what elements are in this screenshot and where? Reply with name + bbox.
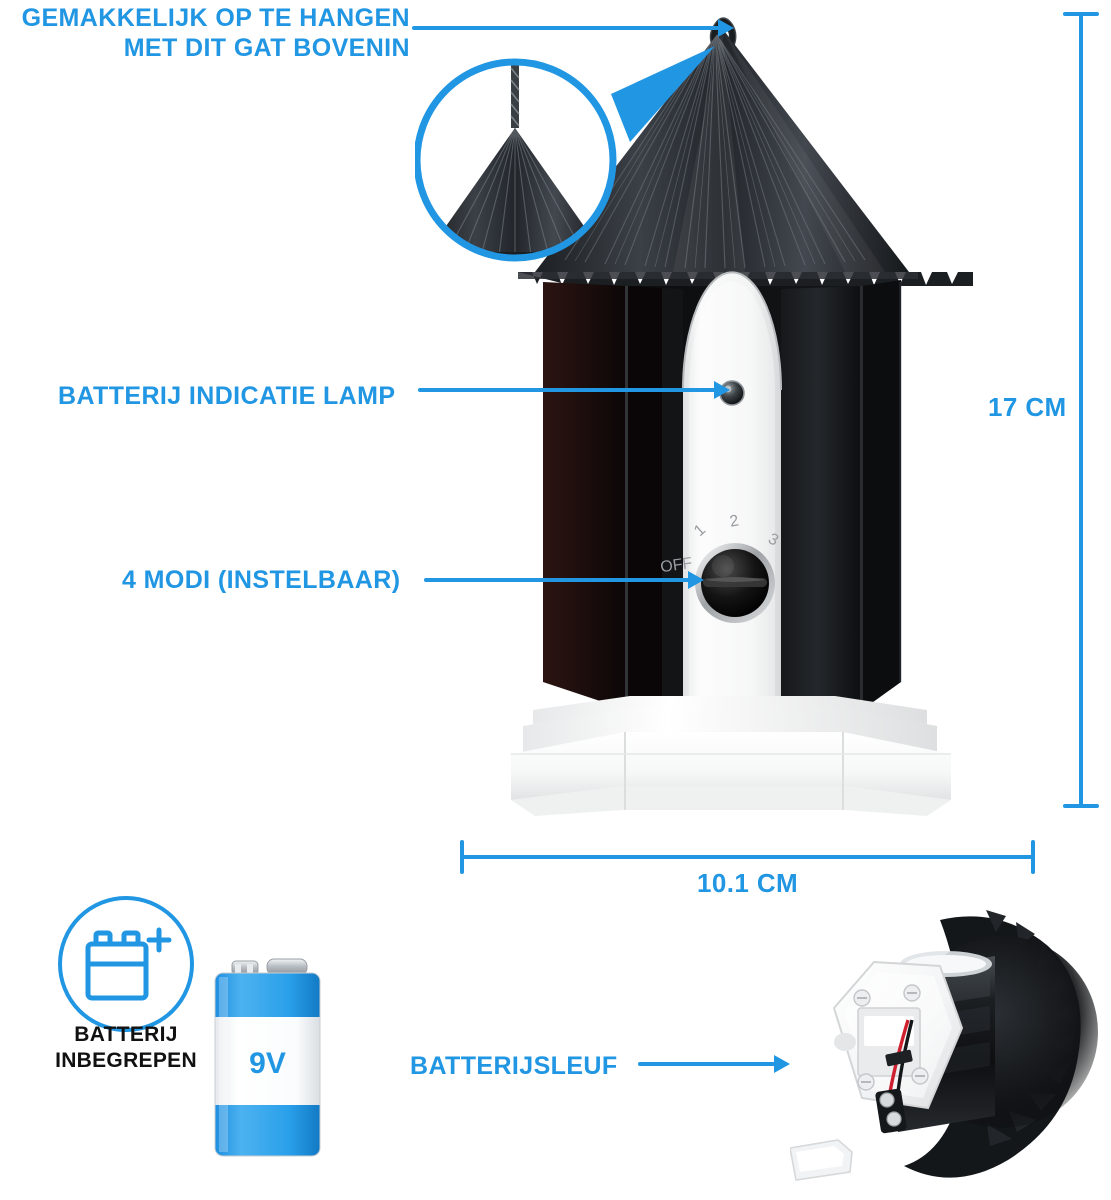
callout-battery-slot-label: BATTERIJSLEUF — [410, 1052, 618, 1080]
width-dimension-label: 10.1 CM — [697, 868, 799, 898]
screws — [853, 984, 929, 1091]
callout-battery-slot-line — [638, 1062, 778, 1066]
callout-modes-line — [424, 578, 692, 582]
hex-faceplate — [832, 960, 964, 1110]
device-base — [511, 696, 951, 816]
front-panel — [682, 271, 782, 718]
height-dimension-cap-top — [1063, 12, 1099, 16]
battery-voltage-label: 9V — [249, 1047, 286, 1080]
callout-led-line — [418, 388, 718, 392]
arrow-right-icon — [714, 381, 730, 399]
battery-caption-line-2: INBEGREPEN — [55, 1048, 197, 1072]
battery-caption-line-1: BATTERIJ — [74, 1023, 178, 1046]
battery-9v-illustration: 9V — [205, 955, 330, 1160]
battery-connector — [875, 1019, 914, 1134]
callout-hang-label: GEMAKKELIJK OP TE HANGEN MET DIT GAT BOV… — [21, 4, 410, 62]
mode-dial — [695, 543, 775, 623]
width-dimension-line — [460, 855, 1035, 859]
height-dimension-line — [1079, 12, 1083, 808]
svg-text:OFF: OFF — [659, 555, 693, 576]
arrow-right-icon — [688, 571, 704, 589]
magnifier-pointer — [611, 46, 715, 142]
height-dimension-cap-bottom — [1063, 804, 1099, 808]
callout-hang-line — [412, 26, 722, 30]
battery-plus-icon — [58, 896, 194, 1032]
battery-included-icon-wrap — [55, 893, 197, 1035]
arrow-right-icon — [718, 19, 734, 37]
battery-terminals — [231, 958, 308, 976]
battery-included-caption: BATTERIJ INBEGREPEN — [28, 1022, 224, 1073]
callout-modes-label: 4 MODI (INSTELBAAR) — [122, 566, 401, 594]
width-dimension-cap-right — [1031, 840, 1035, 874]
magnifier-circle — [415, 58, 617, 262]
height-dimension-label: 17 CM — [988, 392, 1067, 422]
width-dimension-cap-left — [460, 840, 464, 874]
cover-piece — [789, 1139, 853, 1181]
svg-text:2: 2 — [728, 512, 740, 530]
callout-led-label: BATTERIJ INDICATIE LAMP — [58, 382, 396, 410]
arrow-right-icon — [774, 1055, 790, 1073]
battery-slot-illustration — [789, 900, 1100, 1195]
